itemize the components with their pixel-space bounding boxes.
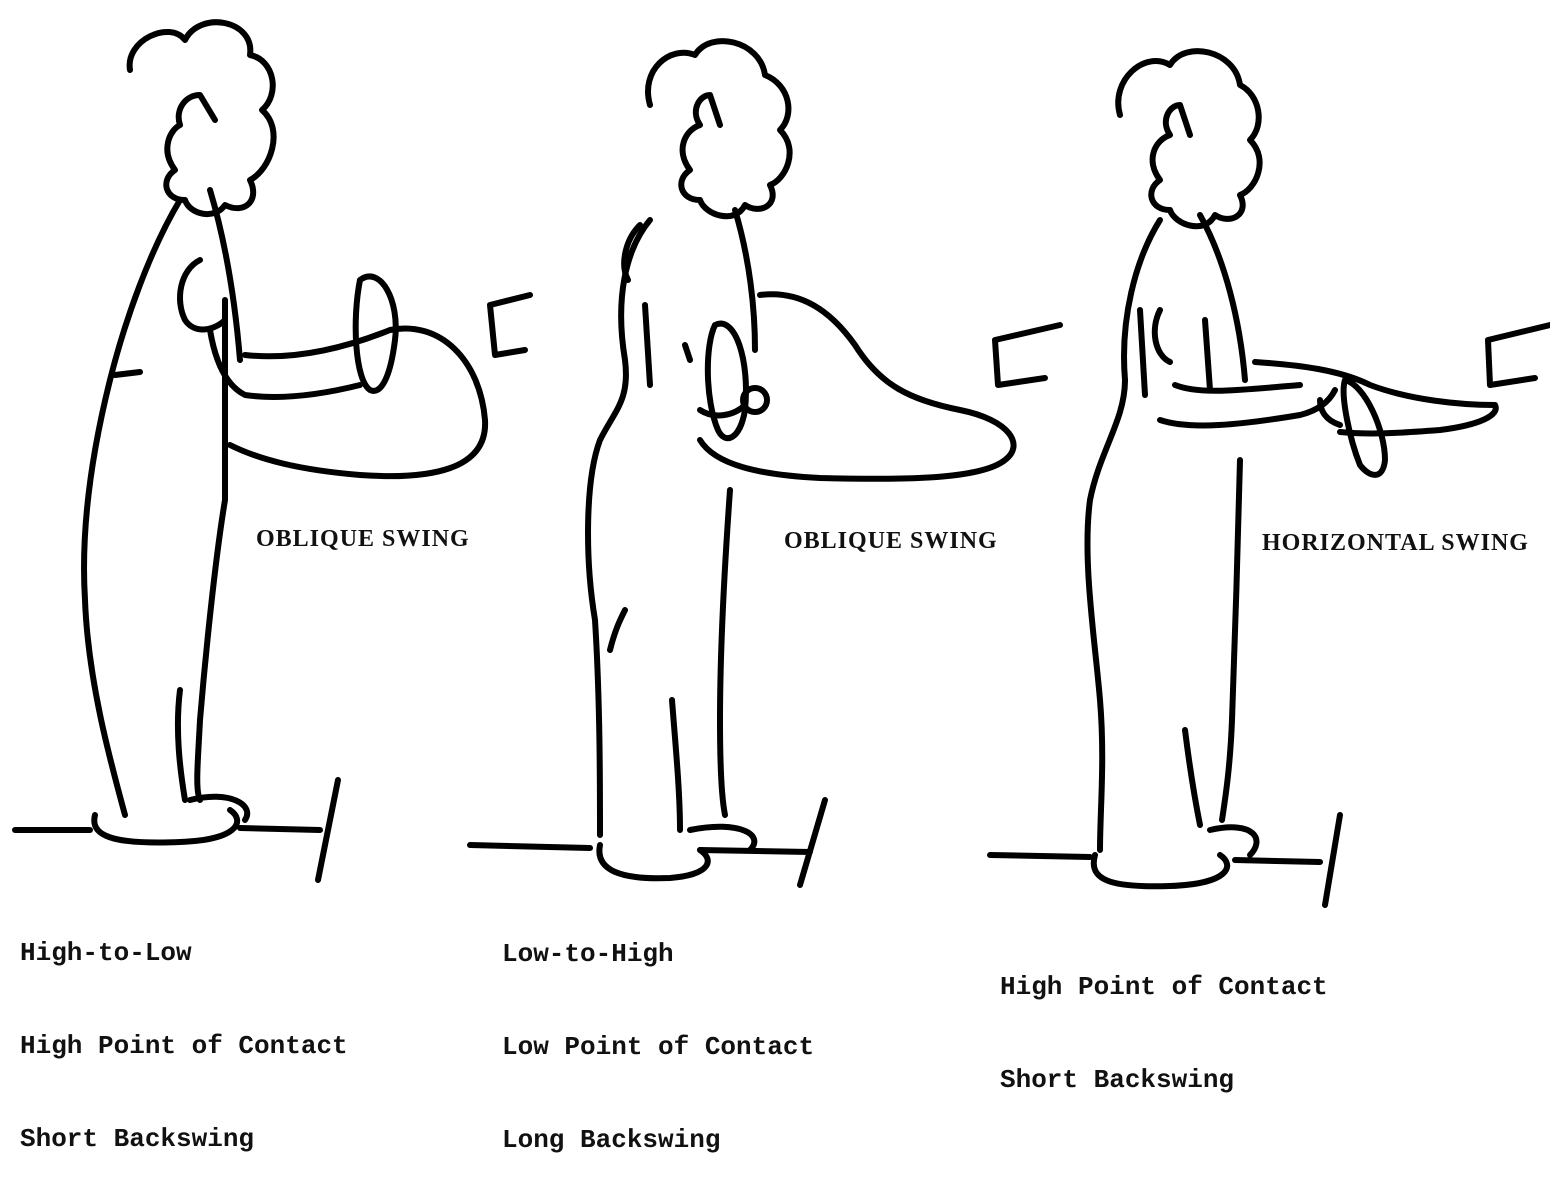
figure-2-swing-label: OBLIQUE SWING <box>784 528 998 555</box>
figure-1-leg <box>178 690 185 800</box>
figure-1-caption: High-to-Low High Point of Contact Short … <box>20 876 348 1186</box>
figure-2-table-net <box>995 325 1060 385</box>
figure-2-caption-line-1: Low-to-High <box>502 939 814 970</box>
figure-1-sleeve <box>180 260 225 329</box>
figure-1-paddle <box>230 276 485 476</box>
figure-2-hair <box>648 41 790 216</box>
figure-3-paddle-face <box>1344 380 1385 475</box>
figure-3-caption: High Point of Contact Short Backswing <box>1000 910 1328 1127</box>
figure-3-hair <box>1118 51 1259 226</box>
figure-2-caption-line-2: Low Point of Contact <box>502 1032 814 1063</box>
figure-2-caption: Low-to-High Low Point of Contact Long Ba… <box>502 877 814 1187</box>
figure-1-torso <box>84 200 180 815</box>
figure-1-arm <box>210 330 360 397</box>
figure-1-caption-line-2: High Point of Contact <box>20 1031 348 1062</box>
figure-1-caption-line-1: High-to-Low <box>20 938 348 969</box>
figure-1-hair <box>130 22 274 214</box>
figure-3-caption-line-2: Short Backswing <box>1000 1065 1328 1096</box>
figure-3-swing-label: HORIZONTAL SWING <box>1262 530 1529 557</box>
figure-2-leg <box>610 610 680 830</box>
figure-3-caption-line-1: High Point of Contact <box>1000 972 1328 1003</box>
figure-2-back <box>720 210 755 815</box>
figure-3-arm <box>1160 385 1335 425</box>
figure-1-shoes <box>94 797 247 843</box>
figure-3-player <box>1087 51 1335 886</box>
figure-1-caption-line-3: Short Backswing <box>20 1124 348 1155</box>
figure-1-baseline <box>15 780 338 880</box>
figure-1-swing-label: OBLIQUE SWING <box>256 526 470 553</box>
figure-1-player <box>84 22 360 842</box>
figure-3-table-net <box>1488 325 1550 385</box>
figure-1-table-net <box>490 295 530 355</box>
figure-2-paddle <box>700 294 1014 479</box>
figure-1-back <box>197 190 240 800</box>
figure-2-player <box>588 41 790 878</box>
figure-2-caption-line-3: Long Backswing <box>502 1125 814 1156</box>
figure-3-shoes <box>1094 827 1257 886</box>
illustration-canvas <box>0 0 1550 973</box>
figure-3-leg <box>1185 730 1200 825</box>
figure-3-torso <box>1087 220 1160 850</box>
figure-2-baseline <box>470 800 825 885</box>
figure-1-waist <box>115 372 140 375</box>
figure-3-back <box>1200 215 1245 820</box>
figure-2-arm <box>700 405 745 415</box>
figure-2-paddle-face <box>708 324 746 439</box>
figure-2-torso <box>588 220 650 835</box>
figure-3-baseline <box>990 815 1340 905</box>
